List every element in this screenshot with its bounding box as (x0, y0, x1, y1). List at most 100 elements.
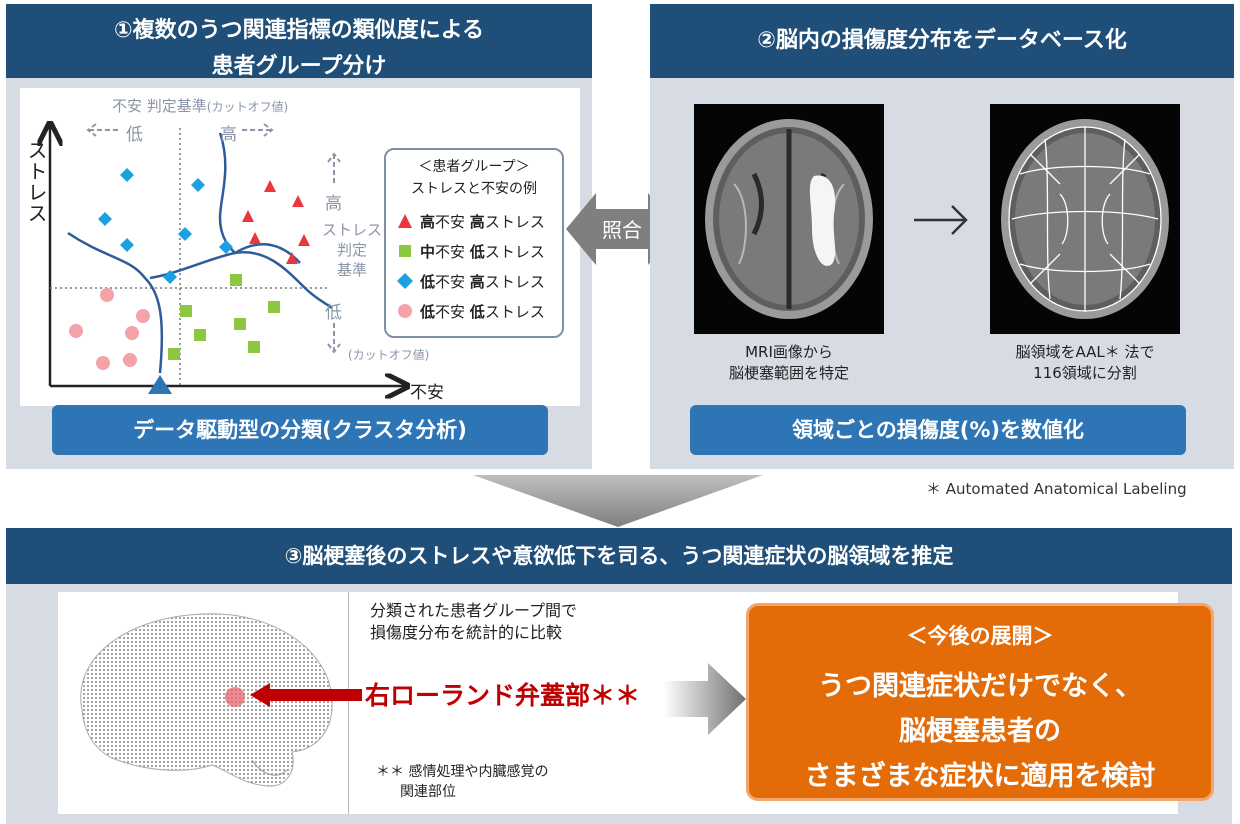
cluster-boundary-middle (149, 250, 333, 310)
point-mid-low (168, 348, 180, 360)
legend-item-part: 不安 (435, 242, 470, 261)
stress-criteria-line3: 基準 (337, 261, 368, 279)
arrow-high-anxiety (242, 123, 274, 137)
legend-item-part: 低 (420, 272, 436, 291)
mri-caption: MRI画像から 脳梗塞範囲を特定 (694, 342, 884, 384)
panel1-header-line1: ①複数のうつ関連指標の類似度による (114, 18, 484, 43)
patient-group-legend: ＜患者グループ＞ ストレスと不安の例 高不安 高ストレス中不安 低ストレス低不安… (384, 148, 564, 338)
anxiety-cutoff-label: 不安 判定基準(カットオフ値) (112, 95, 288, 116)
aal-footnote: ＊ Automated Anatomical Labeling (926, 480, 1187, 498)
cluster-boundary-left (67, 231, 164, 374)
point-low-low (123, 353, 137, 367)
region-footnote-line2: 関連部位 (400, 784, 456, 800)
damage-quantify-label: 領域ごとの損傷度(%)を数値化 (690, 405, 1186, 455)
point-low-high (120, 238, 134, 252)
point-low-high (219, 240, 233, 254)
high-anxiety-label: 高 (220, 125, 237, 145)
mri-infarct-svg (705, 119, 873, 319)
point-high-high (298, 234, 310, 246)
point-mid-low (268, 301, 280, 313)
legend-item-part: 不安 (435, 302, 470, 321)
point-low-high (98, 212, 112, 226)
point-low-low (136, 309, 150, 323)
legend-item-label: 中不安 低ストレス (420, 241, 545, 262)
arrow-low-stress (327, 323, 341, 354)
panel2-header: ②脳内の損傷度分布をデータベース化 (650, 4, 1234, 78)
cluster-analysis-label: データ駆動型の分類(クラスタ分析) (52, 405, 548, 455)
point-mid-low (180, 305, 192, 317)
stress-criteria-label: ストレス 判定 基準 (322, 220, 382, 280)
point-high-high (292, 195, 304, 207)
point-high-high (242, 210, 254, 222)
legend-item-part: 高 (469, 272, 485, 291)
legend-item-part: 低 (469, 302, 485, 321)
legend-title: ＜患者グループ＞ (418, 159, 530, 175)
arrow-high-stress (327, 152, 341, 183)
legend-item-part: 高 (469, 212, 485, 231)
down-chevron-icon (473, 475, 763, 527)
mri-image-infarct (694, 104, 884, 334)
legend-item-part: 不安 (435, 212, 470, 231)
compare-text: 分類された患者グループ間で 損傷度分布を統計的に比較 (370, 600, 577, 644)
legend-item-part: 低 (420, 302, 436, 321)
stress-criteria-line2: 判定 (337, 241, 368, 259)
point-mid-low (194, 329, 206, 341)
point-low-high (191, 178, 205, 192)
legend-item: 低不安 高ストレス (386, 266, 562, 296)
future-title: ＜今後の展開＞ (906, 624, 1054, 648)
legend-item: 中不安 低ストレス (386, 236, 562, 266)
point-mid-low (234, 318, 246, 330)
stress-high-label: 高 (325, 194, 342, 214)
legend-subtitle: ストレスと不安の例 (411, 181, 537, 197)
legend-item-part: 中 (420, 242, 436, 261)
compare-line1: 分類された患者グループ間で (370, 601, 578, 620)
legend-item-part: 高 (420, 212, 436, 231)
result-region-label: 右ローランド弁蓋部＊＊ (365, 681, 641, 710)
region-footnote-line1: ＊＊ 感情処理や内臓感覚の (376, 764, 549, 780)
square-marker-icon (399, 245, 411, 257)
mri-image-aal-regions (990, 104, 1180, 334)
legend-item-part: ストレス (484, 302, 545, 321)
future-line2: 脳梗塞患者の (899, 716, 1061, 747)
cluster-boundary-top (218, 132, 236, 254)
triangle-marker-icon (398, 214, 412, 228)
point-low-high (163, 270, 177, 284)
stress-cutoff-sub: (カットオフ値) (348, 348, 430, 362)
panel3-divider (348, 592, 349, 814)
x-axis-label: 不安 (410, 383, 444, 403)
point-high-high (249, 232, 261, 244)
point-low-low (69, 324, 83, 338)
point-mid-low (248, 341, 260, 353)
mri-caption-line1: MRI画像から (745, 343, 833, 361)
point-low-low (125, 326, 139, 340)
stress-criteria-line1: ストレス (322, 221, 383, 239)
point-high-high (264, 180, 276, 192)
legend-item-part: ストレス (484, 212, 545, 231)
match-label: 照合 (602, 218, 642, 242)
rolandic-operculum-marker (225, 687, 245, 707)
legend-item-part: ストレス (484, 272, 545, 291)
legend-item-part: 低 (469, 242, 485, 261)
brain-3d-model (80, 613, 333, 787)
point-high-high (286, 252, 298, 264)
future-line1: うつ関連症状だけでなく、 (818, 671, 1142, 702)
future-line3: さまざまな症状に適用を検討 (804, 761, 1156, 792)
future-development-box: ＜今後の展開＞ うつ関連症状だけでなく、 脳梗塞患者の さまざまな症状に適用を検… (746, 603, 1214, 801)
region-footnote: ＊＊ 感情処理や内臓感覚の 関連部位 (376, 762, 548, 802)
right-block-arrow-icon (664, 663, 746, 735)
point-low-low (100, 288, 114, 302)
left-red-arrow-icon (250, 683, 362, 707)
cluster-scatter-svg (20, 88, 580, 406)
point-mid-low (230, 274, 242, 286)
compare-line2: 損傷度分布を統計的に比較 (370, 623, 563, 642)
point-low-high (120, 168, 134, 182)
point-low-high (178, 227, 192, 241)
circle-marker-icon (398, 304, 412, 318)
aal-caption-line1: 脳領域をAAL＊ 法で (1015, 343, 1155, 361)
panel1-header-line2: 患者グループ分け (211, 54, 387, 79)
anxiety-cutoff-text: 不安 判定基準 (112, 97, 207, 115)
right-arrow-icon (914, 205, 968, 235)
point-low-low (96, 356, 110, 370)
legend-item-part: 不安 (435, 272, 470, 291)
y-axis-label: ストレス (24, 140, 48, 224)
